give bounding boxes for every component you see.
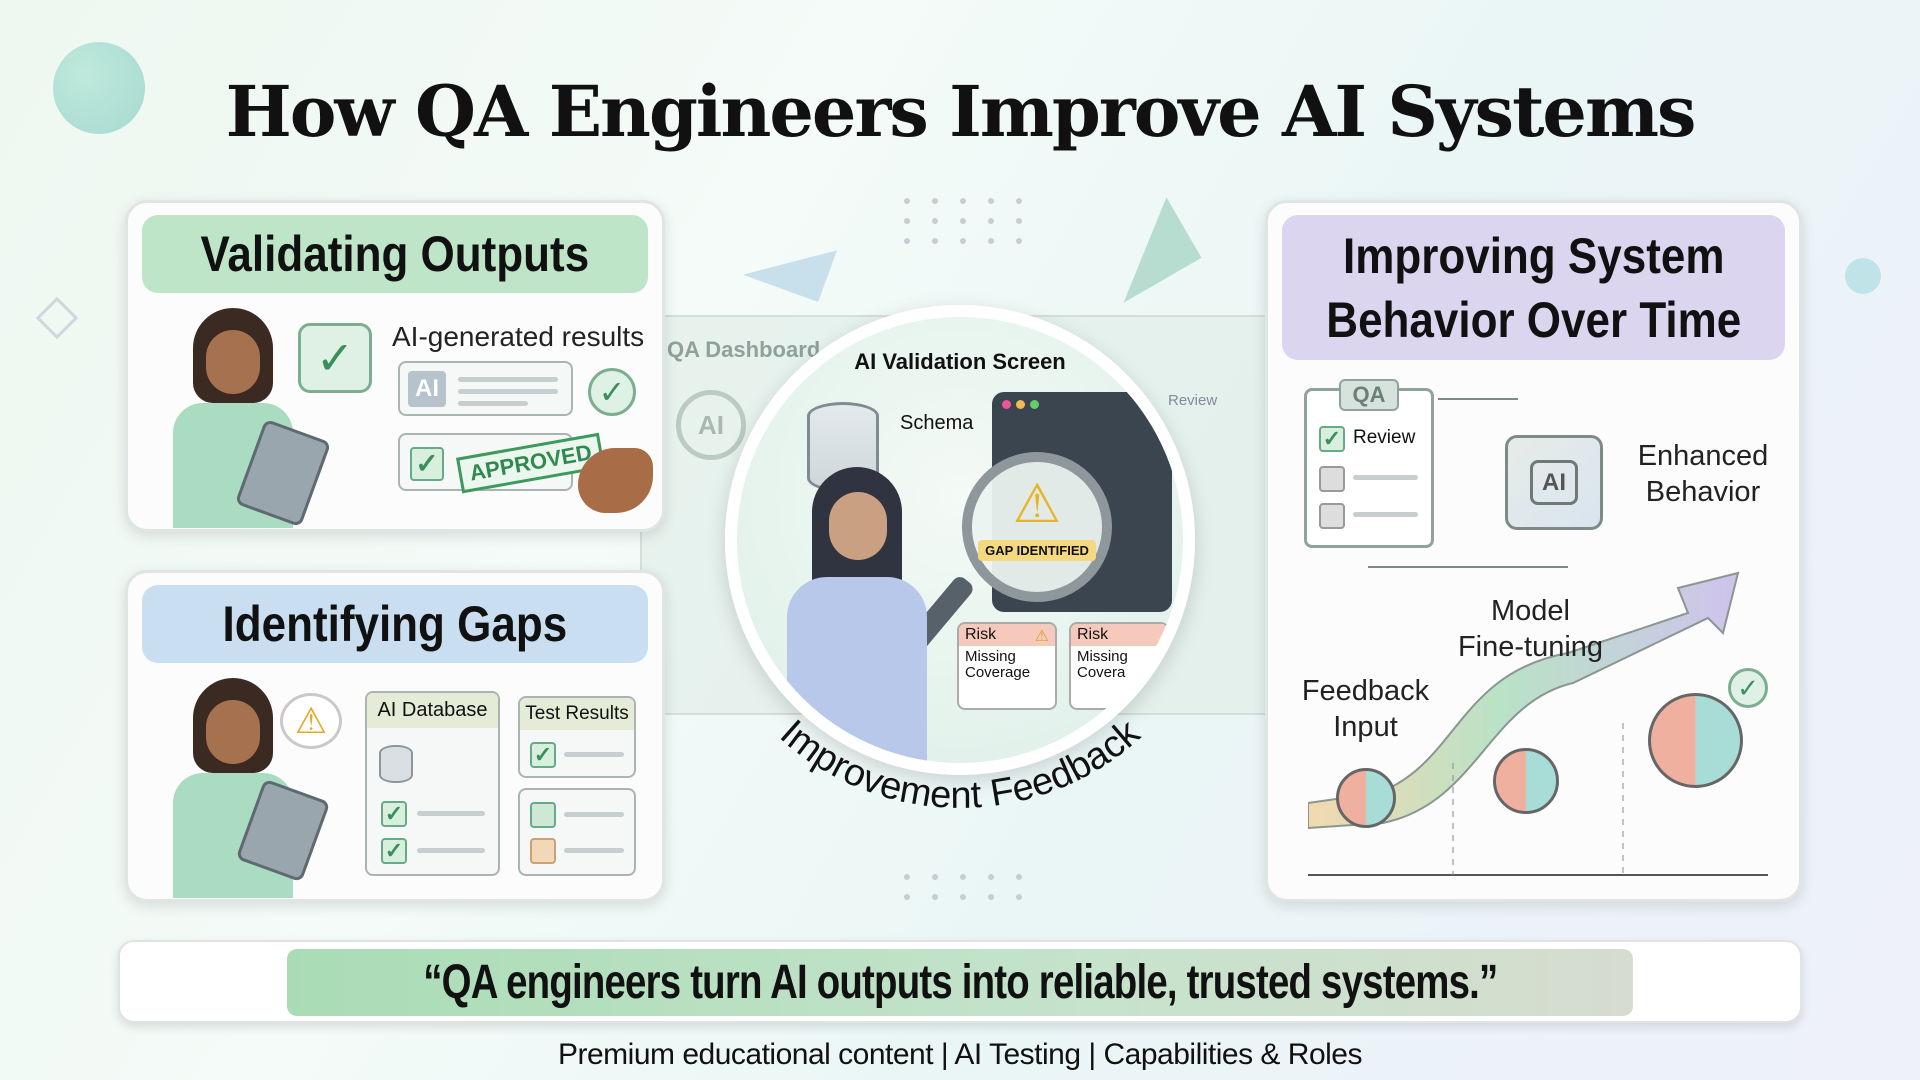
- risk-text: Missing Covera: [1077, 648, 1128, 681]
- card-identifying-gaps: Identifying Gaps ⚠ AI Database ✓ ✓ Test …: [125, 570, 665, 902]
- hand-stamp-illustration: [578, 448, 653, 513]
- improvement-feedback-arc: Improvement Feedback: [772, 711, 1148, 817]
- ai-database-label: AI Database: [367, 693, 498, 728]
- check-bubble-icon: ✓: [298, 323, 372, 393]
- heading-line: Improving System: [1342, 227, 1725, 284]
- label-line: Enhanced: [1637, 440, 1769, 472]
- risk-title: Risk: [1071, 624, 1167, 646]
- dashboard-ai-label: AI: [698, 410, 724, 440]
- label-line: Input: [1333, 711, 1398, 743]
- ai-validation-screen-title: AI Validation Screen: [854, 349, 1066, 374]
- lightbulb-brain-icon: [1493, 748, 1559, 814]
- ai-chip-icon: AI: [1505, 435, 1603, 530]
- quote-highlight: “QA engineers turn AI outputs into relia…: [287, 949, 1633, 1016]
- decorative-dots: [904, 874, 1022, 900]
- ai-tag: AI: [408, 371, 446, 407]
- ai-results-label: AI-generated results: [392, 321, 645, 352]
- risk-card: Risk Missing Covera: [1069, 622, 1169, 710]
- quote-bar: “QA engineers turn AI outputs into relia…: [118, 940, 1802, 1023]
- lightbulb-brain-icon: [1336, 768, 1396, 828]
- risk-title: Risk: [965, 626, 997, 643]
- heading-text: Identifying Gaps: [222, 596, 568, 652]
- test-results-panel: Test Results ✓: [518, 696, 636, 778]
- ai-result-row: AI: [398, 361, 573, 416]
- heading-improving-system-behavior: Improving System Behavior Over Time: [1282, 215, 1785, 360]
- qa-tag: QA: [1339, 379, 1399, 411]
- checkmark-icon: ✓: [588, 368, 636, 416]
- improvement-feedback-label: Improvement Feedback: [772, 711, 1148, 817]
- magnifying-glass-icon: ⚠ GAP IDENTIFIED: [962, 452, 1112, 602]
- label-line: Model: [1491, 595, 1570, 627]
- heading-text: Validating Outputs: [200, 226, 590, 282]
- card-validating-outputs: Validating Outputs ✓ AI-generated result…: [125, 200, 665, 532]
- qa-engineer-illustration: [158, 678, 331, 898]
- risk-card: Risk ⚠ Missing Coverage: [957, 622, 1057, 710]
- qa-clipboard: QA ✓ Review: [1304, 379, 1434, 548]
- label-line: Fine-tuning: [1457, 631, 1604, 663]
- dashboard-ai-gauge: AI: [676, 390, 746, 460]
- qa-engineer-illustration: [158, 308, 332, 528]
- heading-validating-outputs: Validating Outputs: [142, 215, 648, 293]
- heading-line: Behavior Over Time: [1326, 291, 1741, 348]
- growth-arrow: [1308, 571, 1768, 876]
- ai-database-panel: AI Database ✓ ✓: [365, 691, 500, 876]
- approved-row: ✓ APPROVED: [398, 432, 606, 494]
- quote-text: “QA engineers turn AI outputs into relia…: [422, 956, 1498, 1009]
- decorative-dots: [904, 198, 1022, 244]
- flow-arrow-right-icon: [1438, 398, 1518, 400]
- lightbulb-brain-icon: [1648, 693, 1743, 788]
- ai-validation-screen-circle: AI Validation Screen Schema ⚠ GAP IDENTI…: [725, 305, 1195, 775]
- dashboard-review-label: Review: [1168, 392, 1218, 409]
- footer-text: Premium educational content | AI Testing…: [558, 1038, 1362, 1071]
- schema-label: Schema: [900, 412, 974, 434]
- flow-arrow-left-icon: [1368, 566, 1568, 568]
- heading-identifying-gaps: Identifying Gaps: [142, 585, 648, 663]
- test-results-list: [518, 788, 636, 876]
- risk-text: Missing Coverage: [965, 648, 1031, 681]
- warning-icon: ⚠: [1034, 628, 1049, 645]
- checkmark-icon: ✓: [1728, 668, 1768, 708]
- qa-dashboard-label: QA Dashboard: [667, 337, 821, 362]
- label-line: Feedback: [1301, 675, 1430, 707]
- decorative-diamond: [35, 296, 79, 340]
- warning-bubble-icon: ⚠: [280, 693, 342, 749]
- qa-engineer-illustration: [787, 467, 937, 763]
- label-line: Behavior: [1645, 476, 1761, 508]
- decorative-bubble: [1845, 258, 1881, 294]
- page-title: How QA Engineers Improve AI Systems: [225, 70, 1697, 153]
- database-icon: [379, 745, 413, 783]
- decorative-bubble: [53, 42, 145, 134]
- test-results-label: Test Results: [520, 698, 634, 730]
- ai-chip-label: AI: [1530, 460, 1578, 505]
- review-label: Review: [1353, 427, 1416, 448]
- warning-icon: ⚠: [1012, 474, 1062, 534]
- gap-identified-badge: GAP IDENTIFIED: [978, 540, 1096, 561]
- card-improving-system-behavior: Improving System Behavior Over Time QA ✓…: [1265, 200, 1802, 902]
